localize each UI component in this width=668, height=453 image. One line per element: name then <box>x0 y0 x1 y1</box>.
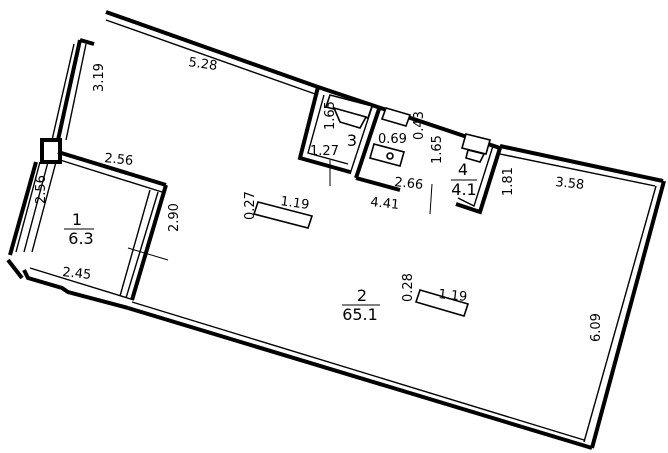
room1-door-line <box>127 247 169 261</box>
right-wall <box>590 180 666 449</box>
left-window-upper-frame <box>56 38 95 141</box>
dim-1-27: 1.27 <box>310 144 339 159</box>
dim-0-43: 0.43 <box>412 111 427 140</box>
top-wall <box>105 10 501 150</box>
room-1-number: 1 <box>72 210 82 229</box>
dim-1-19b: 1.19 <box>438 287 468 305</box>
room4-right-wall <box>455 147 502 215</box>
left-column <box>40 138 62 164</box>
dim-2-66: 2.66 <box>394 175 424 193</box>
left-window-lower-glass <box>15 161 57 253</box>
dim-1-65a: 1.65 <box>323 101 338 130</box>
dim-0-69: 0.69 <box>378 132 407 147</box>
dim-1-81: 1.81 <box>501 167 516 196</box>
fixtures <box>252 94 491 317</box>
room-labels: 1 6.3 2 65.1 3 4 4.1 <box>64 131 477 324</box>
toilet-icon <box>324 94 374 129</box>
outer-walls <box>6 10 666 450</box>
dim-1-19a: 1.19 <box>279 194 310 213</box>
washbasin-icon <box>380 107 412 127</box>
right-upper-wall <box>499 144 664 183</box>
left-window-lower-frame <box>8 161 38 256</box>
dim-2-56-left: 2.56 <box>34 175 49 204</box>
dim-3-58: 3.58 <box>555 175 585 193</box>
room-4-area: 4.1 <box>451 180 476 199</box>
room4-walls <box>355 145 502 215</box>
room1-top-wall <box>57 150 167 187</box>
top-wall-inner <box>105 19 319 96</box>
dim-2-45: 2.45 <box>62 265 92 283</box>
room-2-area: 65.1 <box>342 305 378 324</box>
bottom-wall-inner <box>131 301 585 441</box>
room1-right-wall <box>130 184 168 301</box>
bathroom-left-wall <box>297 86 351 174</box>
dim-1-65b: 1.65 <box>430 135 445 164</box>
dimension-labels: 3.19 5.28 1.65 0.69 0.43 1.27 1.65 2.56 … <box>34 55 604 342</box>
drain-icon <box>386 152 394 160</box>
room1-right-wall-inner <box>119 189 159 299</box>
room-1-area: 6.3 <box>68 229 93 248</box>
dim-5-28: 5.28 <box>187 55 218 74</box>
room-4-number: 4 <box>458 160 468 179</box>
right-wall-inner <box>583 185 657 443</box>
shower-tray-icon <box>369 143 405 167</box>
bottom-wall <box>127 306 593 450</box>
room4-door-line <box>429 183 433 215</box>
left-window-upper-glass <box>51 43 87 141</box>
left-wall-stub <box>6 258 24 280</box>
bathroom-left-wall-inner <box>307 94 349 165</box>
dim-0-27: 0.27 <box>243 191 258 220</box>
room-2-number: 2 <box>357 286 367 305</box>
room1-top-wall-inner <box>59 159 163 193</box>
column-2 <box>414 289 470 317</box>
room1-walls <box>57 150 169 301</box>
room4-right-wall-inner <box>457 145 494 207</box>
dim-0-28: 0.28 <box>401 273 416 302</box>
balcony-bottom-wall <box>22 269 129 310</box>
room4-bottom-wall <box>355 176 401 192</box>
dim-3-19: 3.19 <box>92 63 107 92</box>
room-3-number: 3 <box>347 131 357 150</box>
dim-2-56-top: 2.56 <box>104 151 134 169</box>
dim-4-41: 4.41 <box>370 195 400 213</box>
bathroom-walls <box>297 86 382 186</box>
balcony-bottom-wall-inner <box>29 267 135 301</box>
dim-2-90: 2.90 <box>167 203 182 232</box>
right-upper-wall-inner <box>499 153 656 187</box>
dim-6-09: 6.09 <box>589 313 604 342</box>
toilet-icon-room4 <box>461 133 491 163</box>
column-1 <box>252 201 314 229</box>
bathroom-partition <box>354 105 382 179</box>
